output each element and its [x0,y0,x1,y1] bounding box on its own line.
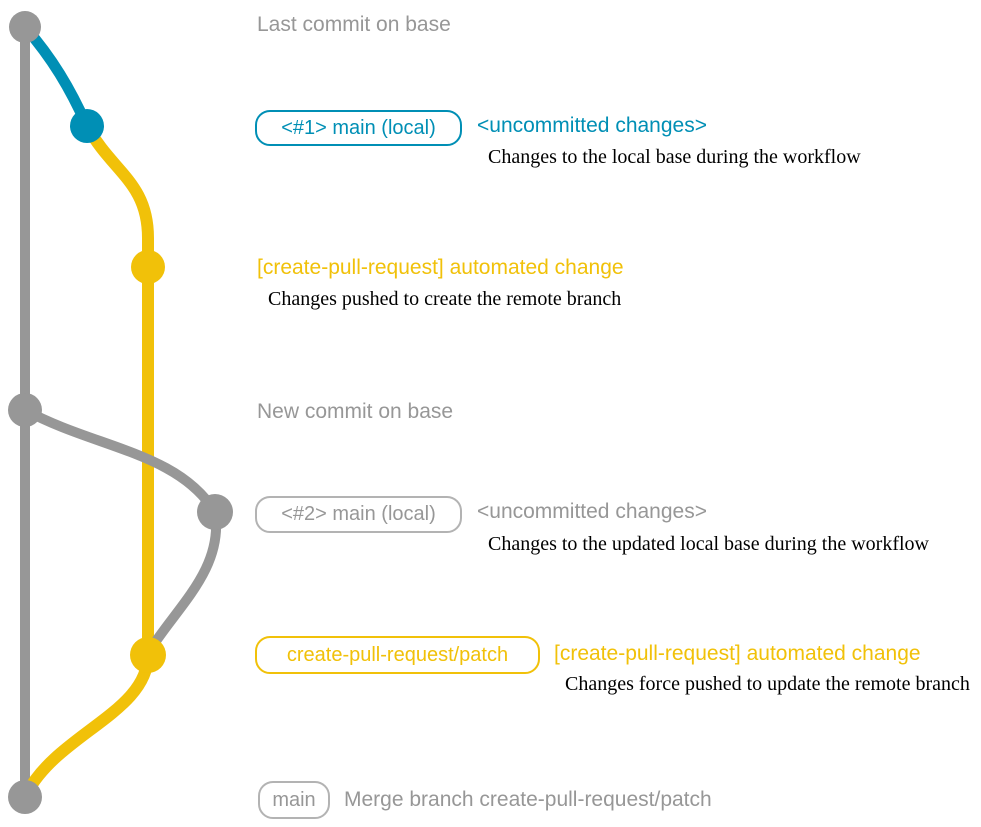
commit-dot-new-base [8,393,42,427]
branch-label-main: main [258,781,330,819]
branch-line-updated-local [22,405,222,653]
caption-uncommitted-2: Changes to the updated local base during… [488,533,929,555]
commit-message-last-base: Last commit on base [257,13,451,36]
commit-message-uncommitted-2: <uncommitted changes> [477,500,707,523]
branch-label-main-local-2: <#2> main (local) [255,496,462,533]
caption-automated-2: Changes force pushed to update the remot… [565,673,970,695]
branch-label-main-local-1: <#1> main (local) [255,110,462,146]
branch-line-merge [21,654,154,796]
commit-message-merge: Merge branch create-pull-request/patch [344,788,712,811]
commit-message-uncommitted-1: <uncommitted changes> [477,114,707,137]
commit-dot-merge [8,780,42,814]
commit-dot-uncommitted-2 [197,494,233,530]
commit-message-automated-2: [create-pull-request] automated change [554,642,921,665]
commit-message-new-base: New commit on base [257,400,454,423]
branch-line-patch [81,123,154,655]
caption-uncommitted-1: Changes to the local base during the wor… [488,146,861,168]
commit-dot-automated-2 [130,637,166,673]
branch-label-patch: create-pull-request/patch [255,636,540,674]
commit-message-automated-1: [create-pull-request] automated change [257,256,624,279]
commit-dot-last-base [9,11,41,43]
caption-automated-1: Changes pushed to create the remote bran… [268,288,622,310]
commit-dot-automated-1 [131,250,165,284]
commit-dot-uncommitted-1 [70,109,104,143]
branch-line-local-main [20,23,93,129]
